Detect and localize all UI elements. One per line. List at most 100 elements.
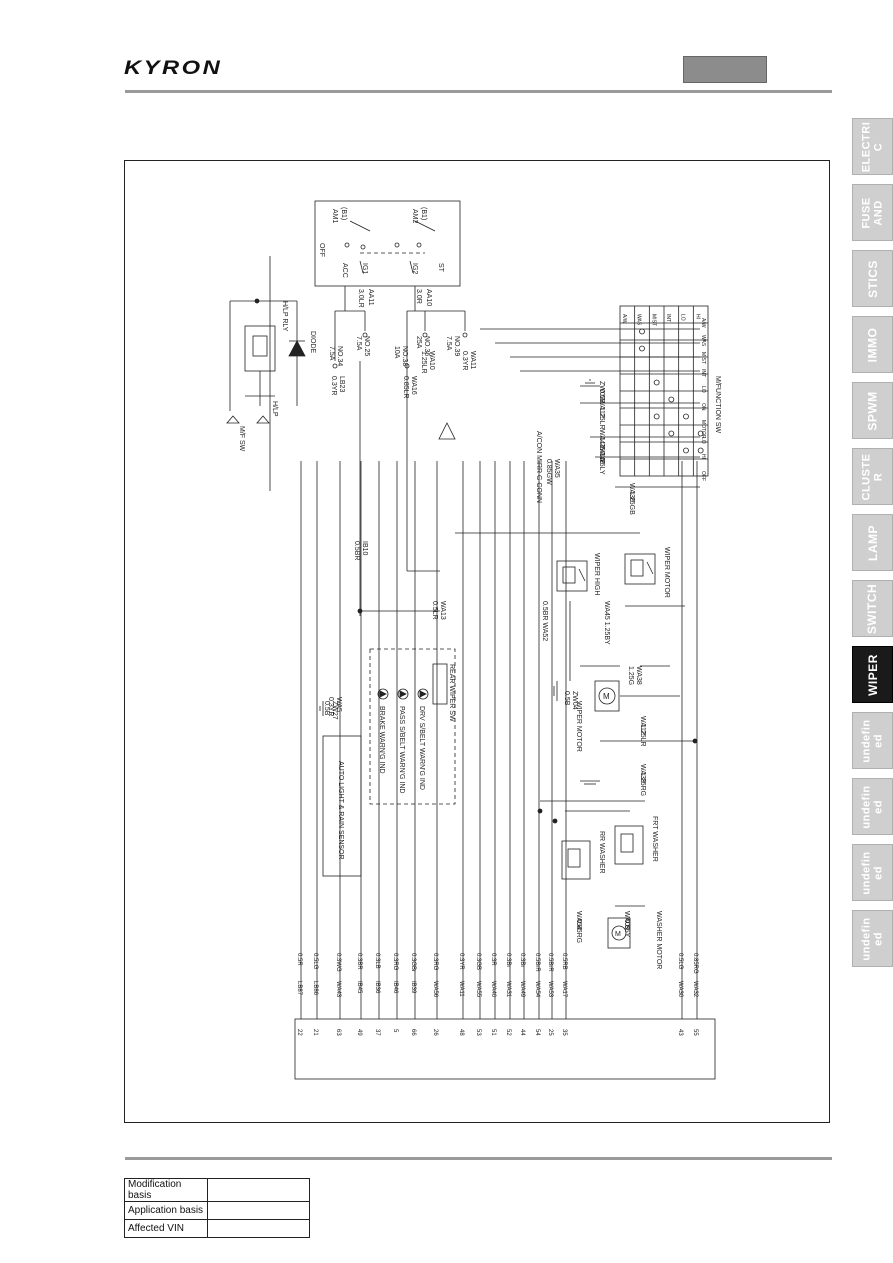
acc-label: ACC [341, 263, 348, 278]
section-tab[interactable]: undefin ed [852, 712, 893, 769]
pin-wire-size: 0.3GB [475, 953, 481, 970]
pin-wire-id: IB45 [356, 981, 362, 994]
warning-triangle-icon [438, 422, 456, 440]
mf-col-label: OFF [700, 471, 706, 481]
fuse-36-amp: 25A [415, 336, 422, 349]
section-tab-label: SWITCH [865, 583, 880, 634]
section-tab[interactable]: FUSE AND [852, 184, 893, 241]
section-tab[interactable]: SPWM [852, 382, 893, 439]
section-tab[interactable]: CLUSTE R [852, 448, 893, 505]
section-tab-label: LAMP [865, 524, 880, 561]
section-tab[interactable]: LAMP [852, 514, 893, 571]
wa12b-id: WA12 [639, 716, 646, 735]
wa38-id: WA38 [635, 666, 642, 685]
section-tab[interactable]: WIPER [852, 646, 893, 703]
pin-wire-size: 0.85RG [692, 953, 698, 974]
mf-contact [639, 345, 645, 352]
header-grey-box [683, 56, 767, 83]
mf-row-label: MIST [650, 314, 656, 326]
section-tab[interactable]: ELECTRI C [852, 118, 893, 175]
mf-contact [683, 447, 689, 454]
pin-wire-size: 0.5LG [677, 953, 683, 970]
pin-wire-size: 0.3RG [432, 953, 438, 971]
info-row: Affected VIN [124, 1219, 310, 1238]
am2-label: AM2 [411, 209, 418, 224]
mf-contact [639, 328, 645, 335]
pin-wire-id: WA30 [677, 981, 683, 998]
lb23-id: LB23 [338, 376, 345, 392]
pin-number: 21 [312, 1029, 318, 1036]
section-tab[interactable]: SWITCH [852, 580, 893, 637]
pin-number: 48 [458, 1029, 464, 1036]
section-tab-label: undefin ed [860, 784, 885, 829]
wa54-id: WA54 [575, 911, 582, 930]
pin-number: 43 [677, 1029, 683, 1036]
section-tab-label: undefin ed [860, 850, 885, 895]
mf-col-label: LO [700, 386, 706, 393]
wiring-diagram: AM1 (B1) AM2 (B1) OFF ACC IG1 IG2 ST AA1… [226, 200, 721, 1080]
brake-ind-label: BRAKE WARN'G IND [378, 706, 385, 774]
pin-number: 53 [475, 1029, 481, 1036]
section-tab[interactable]: undefin ed [852, 778, 893, 835]
wa13-id: WA13 [439, 601, 446, 620]
fuse-25-amp: 7.5A [355, 336, 362, 351]
pin-wire-size: 0.3R [490, 953, 496, 966]
connector-pin: 0.3WG WA43 63 [335, 953, 341, 1036]
st-label: ST [437, 263, 444, 273]
mf-contact [653, 379, 660, 386]
rr-washer-relay [561, 840, 591, 880]
pin-number: 52 [505, 1029, 511, 1036]
pin-wire-size: 0.3WG [335, 953, 341, 972]
mf-contact [668, 396, 675, 403]
mf-contact [683, 413, 689, 420]
pin-number: 26 [432, 1029, 438, 1036]
section-tab-label: STICS [865, 259, 880, 298]
fuse-38-amp: 10A [393, 346, 400, 359]
fuse-39-id: NO.39 [453, 336, 460, 356]
pass-belt-label: PASS S/BELT WARN'G IND [398, 706, 405, 793]
pin-number: 37 [374, 1029, 380, 1036]
zw04-id: ZW04 [571, 691, 578, 710]
section-tab[interactable]: STICS [852, 250, 893, 307]
wa16-id: WA16 [410, 376, 417, 395]
warning-indicators [377, 688, 429, 700]
wa09-w: 0.85Y [623, 919, 630, 938]
section-tab[interactable]: undefin ed [852, 910, 893, 967]
fuse-39-amp: 7.5A [445, 336, 452, 351]
mf-col-label: A/W [700, 318, 706, 328]
am1b-label: (B1) [340, 207, 347, 220]
pin-wire-size: 0.5BrR [547, 953, 553, 972]
pin-wire-id: LB86 [312, 981, 318, 996]
fuse-36-id: NO.36 [423, 336, 430, 356]
pin-number: 63 [335, 1029, 341, 1036]
section-tab[interactable]: IMMO [852, 316, 893, 373]
wa12-id: WA12 [598, 399, 605, 418]
fuse-25-id: NO.25 [363, 336, 370, 356]
pin-wire-size: 0.3Br [505, 953, 511, 967]
wa16-w: 0.85LR [402, 376, 409, 399]
pin-wire-id: WA53 [547, 981, 553, 998]
pin-wire-id: WA49 [519, 981, 525, 998]
mf-title: M/FUNCTION SW [714, 376, 721, 434]
wa54-w: 0.85RG [575, 919, 582, 943]
zw02-id: ZW02 [598, 381, 605, 400]
wiper-motor-icon: M [594, 680, 620, 712]
section-tab[interactable]: undefin ed [852, 844, 893, 901]
info-value [207, 1219, 310, 1238]
pin-wire-id: WA43 [335, 981, 341, 998]
section-tab-label: undefin ed [860, 916, 885, 961]
ib10-id: IB10 [361, 541, 368, 556]
frt-washer-relay [614, 825, 644, 865]
pin-number: 22 [296, 1029, 302, 1036]
wa47-id: WA47 [598, 429, 605, 448]
diode-label: DIODE [309, 331, 316, 354]
pin-number: 49 [356, 1029, 362, 1036]
pin-number: 66 [410, 1029, 416, 1036]
